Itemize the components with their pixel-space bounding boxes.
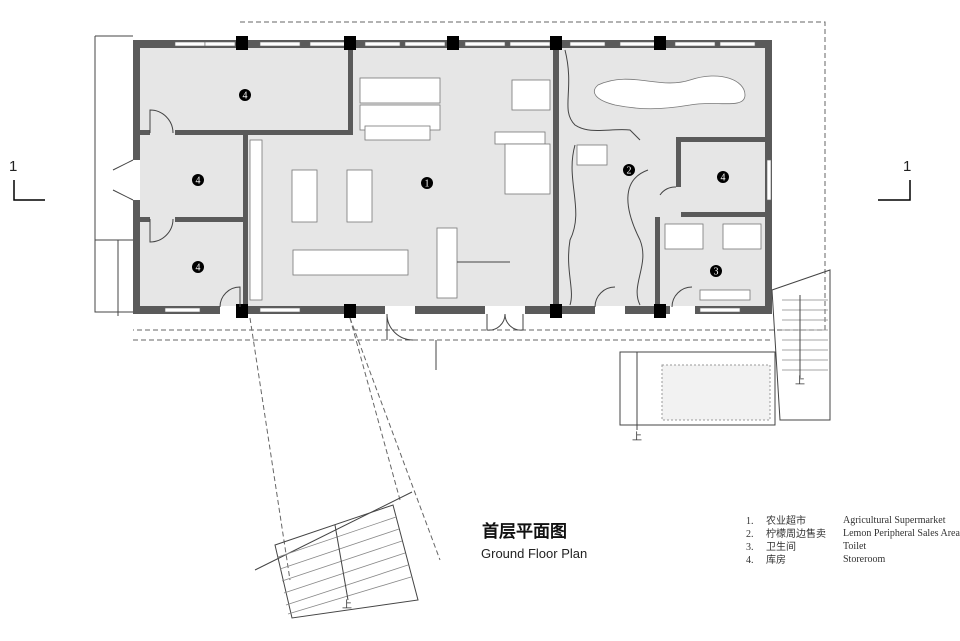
furniture: [249, 49, 762, 306]
svg-text:Ground Floor Plan: Ground Floor Plan: [481, 546, 587, 561]
drawing-title: 首层平面图 Ground Floor Plan: [481, 521, 587, 561]
room-label-supermarket: 1: [421, 177, 433, 190]
svg-text:2: 2: [627, 166, 632, 177]
room-label-storeroom-2: 4: [192, 174, 204, 187]
svg-text:上: 上: [795, 375, 805, 387]
legend-item-4: 4. 库房 Storeroom: [746, 553, 885, 566]
section-marker-left: 1: [9, 158, 45, 201]
svg-text:上: 上: [342, 599, 352, 611]
svg-text:Agricultural Supermarket: Agricultural Supermarket: [843, 515, 946, 526]
entrance-path: 上: [249, 317, 441, 619]
right-stairs: 上: [771, 269, 831, 421]
front-terrace: 上: [619, 351, 776, 443]
room-label-toilet: 3: [710, 265, 722, 278]
svg-text:4.: 4.: [746, 555, 754, 566]
interior-walls: [140, 48, 765, 307]
svg-text:4: 4: [196, 263, 201, 274]
room-label-storeroom-4: 4: [717, 171, 729, 184]
roof-outline: [94, 21, 826, 341]
doors: [112, 109, 693, 370]
svg-text:农业超市: 农业超市: [766, 514, 806, 527]
legend-item-2: 2. 柠檬周边售卖 Lemon Peripheral Sales Area: [746, 527, 960, 540]
svg-text:1: 1: [903, 158, 911, 175]
svg-text:1: 1: [9, 158, 17, 175]
svg-text:4: 4: [721, 173, 726, 184]
svg-text:Lemon Peripheral Sales Area: Lemon Peripheral Sales Area: [843, 528, 960, 539]
svg-text:2.: 2.: [746, 529, 754, 540]
legend-item-3: 3. 卫生间 Toilet: [746, 540, 866, 553]
svg-text:库房: 库房: [766, 553, 786, 566]
svg-text:1.: 1.: [746, 516, 754, 527]
svg-text:Storeroom: Storeroom: [843, 554, 885, 565]
legend-item-1: 1. 农业超市 Agricultural Supermarket: [746, 514, 946, 527]
svg-text:Toilet: Toilet: [843, 541, 866, 552]
svg-text:4: 4: [243, 91, 248, 102]
svg-text:4: 4: [196, 176, 201, 187]
room-label-storeroom-3: 4: [192, 261, 204, 274]
svg-text:3: 3: [714, 267, 719, 278]
svg-text:上: 上: [632, 431, 642, 443]
columns: [236, 36, 666, 318]
svg-text:3.: 3.: [746, 542, 754, 553]
room-label-storeroom-1: 4: [239, 89, 251, 102]
section-marker-right: 1: [878, 158, 911, 201]
room-labels: 4 4 4 1 2 4 3: [192, 89, 729, 278]
legend: 1. 农业超市 Agricultural Supermarket 2. 柠檬周边售卖 L…: [746, 514, 960, 566]
svg-text:卫生间: 卫生间: [766, 540, 796, 553]
svg-text:1: 1: [425, 179, 430, 190]
svg-text:首层平面图: 首层平面图: [482, 521, 567, 542]
svg-text:柠檬周边售卖: 柠檬周边售卖: [766, 527, 826, 540]
room-label-lemon-sales: 2: [623, 164, 635, 177]
